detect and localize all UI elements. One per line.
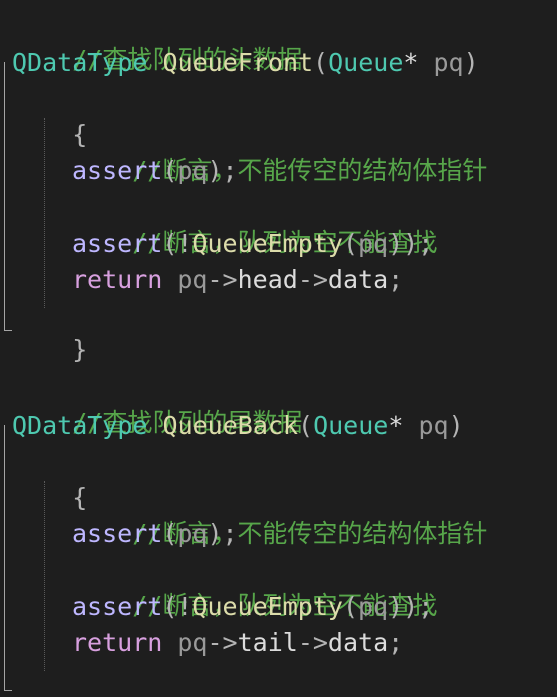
param-name: pq [418,411,449,440]
paren-open: ( [313,48,329,77]
queue-empty-call: QueueEmpty [192,592,343,621]
code-line-comment[interactable]: //断言，不能传空的结构体指针 [72,480,487,548]
param-name: pq [177,628,208,657]
code-line-comment[interactable]: //断言，队列为空不能查找 [72,552,437,620]
paren-close: ) [448,411,464,440]
comment-text: //断言，不能传空的结构体指针 [132,519,488,548]
code-line-return[interactable]: return pq->tail->data; [72,625,403,661]
field-name: data [327,628,389,657]
fold-guide-end [4,690,12,691]
paren-not: (! [162,592,193,621]
arg-name: pq [358,592,389,621]
field-name: data [327,265,389,294]
paren-open: ( [162,156,178,185]
code-line-comment[interactable]: //断言，不能传空的结构体指针 [72,117,487,185]
open-brace: { [72,483,88,512]
return-keyword: return [72,628,163,657]
fold-guide [4,425,5,690]
code-line-assert[interactable]: assert(pq); [72,153,238,189]
assert-macro: assert [72,592,163,621]
field-name: tail [237,628,298,657]
close-brace-line[interactable]: } [12,296,87,364]
pointer-star: * [403,48,419,77]
code-line-comment[interactable]: //查找队列的尾数据 [12,369,302,437]
comment-text: //查找队列的头数据 [72,45,303,74]
paren-close: )); [388,592,434,621]
pointer-star: * [388,411,404,440]
function-signature[interactable]: QDataType QueueFront(Queue* pq) [12,45,479,81]
close-brace-line[interactable]: } [12,659,87,695]
paren-open: ( [298,411,314,440]
code-line-return[interactable]: return pq->head->data; [72,262,403,298]
code-line-comment[interactable]: //查找队列的头数据 [12,6,302,74]
semicolon: ; [388,265,404,294]
field-name: head [237,265,298,294]
assert-macro: assert [72,519,163,548]
open-brace: { [72,120,88,149]
open-brace-line[interactable]: { [12,81,87,149]
function-name: QueueFront [162,48,314,77]
code-line-assert-empty[interactable]: assert(!QueueEmpty(pq)); [72,589,433,625]
code-line-assert[interactable]: assert(pq); [72,516,238,552]
return-keyword: return [72,265,163,294]
paren-not: (! [162,229,193,258]
paren-close: )); [388,229,434,258]
param-type: Queue [313,411,389,440]
paren-close: ) [463,48,479,77]
arg-name: pq [358,229,389,258]
comment-text: //断言，队列为空不能查找 [132,228,438,257]
paren-open: ( [342,229,358,258]
arg-name: pq [177,156,208,185]
param-name: pq [177,265,208,294]
assert-macro: assert [72,156,163,185]
comment-text: //查找队列的尾数据 [72,408,303,437]
indent-guide [44,118,45,308]
paren-open: ( [342,592,358,621]
arrow-operator: -> [207,265,238,294]
return-type: QDataType [12,411,148,440]
return-type: QDataType [12,48,148,77]
fold-guide [4,62,5,330]
function-signature[interactable]: QDataType QueueBack(Queue* pq) [12,408,464,444]
comment-text: //断言，队列为空不能查找 [132,591,438,620]
comment-text: //断言，不能传空的结构体指针 [132,156,488,185]
paren-close: ); [207,519,238,548]
param-type: Queue [328,48,404,77]
close-brace: } [72,335,88,364]
paren-close: ); [207,156,238,185]
fold-guide-end [4,330,12,331]
semicolon: ; [388,628,404,657]
function-name: QueueBack [162,411,298,440]
indent-guide [44,481,45,671]
assert-macro: assert [72,229,163,258]
arrow-operator: -> [297,628,328,657]
open-brace-line[interactable]: { [12,444,87,512]
param-name: pq [433,48,464,77]
arrow-operator: -> [297,265,328,294]
arg-name: pq [177,519,208,548]
paren-open: ( [162,519,178,548]
code-line-comment[interactable]: //断言，队列为空不能查找 [72,189,437,257]
code-line-assert-empty[interactable]: assert(!QueueEmpty(pq)); [72,226,433,262]
queue-empty-call: QueueEmpty [192,229,343,258]
arrow-operator: -> [207,628,238,657]
